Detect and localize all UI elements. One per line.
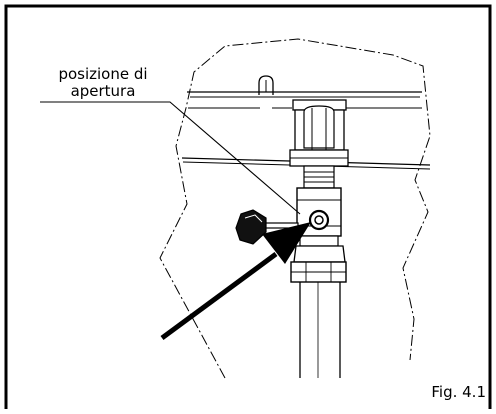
lower-connector bbox=[299, 235, 339, 247]
arrow-shaft bbox=[160, 251, 278, 341]
callout-leader bbox=[40, 101, 301, 215]
hook-shape bbox=[258, 75, 274, 95]
arrow-head-icon bbox=[262, 222, 311, 264]
callout-line-1: posizione di bbox=[58, 65, 148, 83]
figure-label: Fig. 4.1 bbox=[431, 383, 486, 401]
fitting-inner bbox=[303, 105, 335, 149]
panel-outline bbox=[159, 38, 431, 379]
callout-line-2: apertura bbox=[70, 82, 136, 100]
callout-label: posizione di apertura bbox=[38, 66, 168, 100]
frame-border bbox=[4, 4, 492, 409]
valve-handle-icon bbox=[235, 209, 267, 245]
